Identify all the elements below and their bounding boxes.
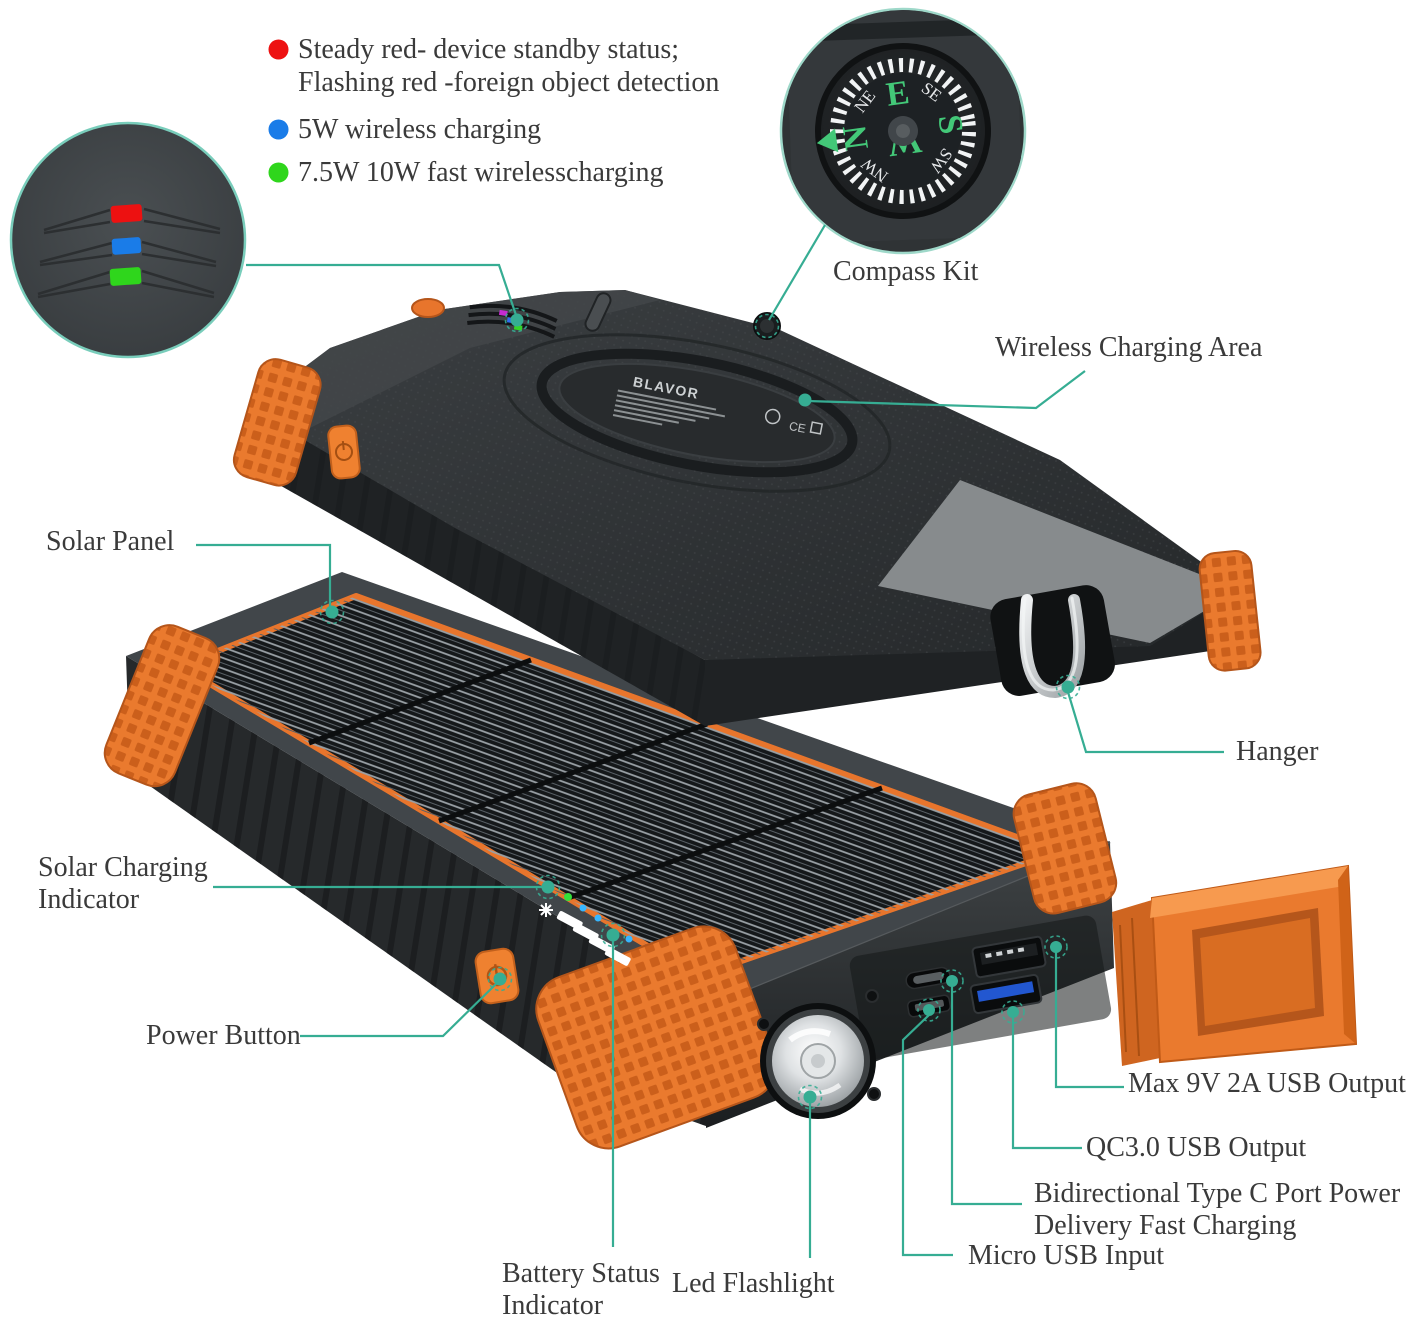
legend-item-green: 7.5W 10W fast wirelesscharging [268,157,663,190]
solar-cell-divider [438,721,708,824]
label-max-usb-output: Max 9V 2A USB Output [1128,1068,1406,1099]
corner-bumper [1198,549,1262,672]
blue-led [625,935,633,943]
compass-needle-arrow [816,128,839,153]
label-solar-panel: Solar Panel [46,526,175,557]
right-bevel [878,480,1240,643]
green-led [109,267,142,286]
svg-text:N: N [836,122,876,152]
blue-led [579,904,587,912]
wireless-pad-print [612,389,726,426]
usb-blue-tongue [977,981,1035,1002]
svg-text:S: S [930,112,969,136]
solar-indicator-strip [539,893,633,966]
compass-ticks [830,58,976,204]
hanger-opening [990,585,1115,696]
corner-bumper [535,925,778,1150]
ce-mark: CE [788,419,807,436]
label-qc-usb-output: QC3.0 USB Output [1086,1132,1307,1163]
label-battery-status-indicator: Battery Status Indicator [502,1258,660,1322]
compass-dial: E S W N NE SE SW NW [815,43,991,219]
label-power-button: Power Button [146,1020,301,1051]
label-compass-kit: Compass Kit [833,256,979,287]
upper-side-ribs [250,408,705,726]
callout-line-max-usb [1054,952,1124,1089]
green-led [564,893,572,901]
corner-bumper [103,624,221,788]
screw [757,1017,771,1031]
legend-item-red: Steady red- device standby status; Flash… [268,34,768,100]
callout-dots [319,307,1081,1110]
label-wireless-charging-area: Wireless Charging Area [995,332,1263,363]
corner-bumper [1012,782,1118,915]
usb-a-port [971,935,1047,979]
callout-line-power-button [300,983,497,1038]
red-led [110,204,143,223]
port-cover-flap [1112,864,1358,1066]
blue-dot-icon [268,119,289,140]
certification-marks: CE [764,408,824,436]
led-slot-lines [37,207,221,299]
flashlight [760,1003,876,1119]
label-hanger: Hanger [1236,736,1319,767]
legend-item-blue: 5W wireless charging [268,114,541,147]
callout-line-type-c [950,986,1022,1206]
top-left-bevel [250,290,660,432]
sun-icon [539,903,553,917]
solar-cell-divider [308,657,532,746]
wireless-charging-pad: BLAVOR CE [502,333,892,493]
hanger-hook [1019,594,1086,699]
battery-status-dashes [556,911,631,966]
red-dot-icon [268,39,289,60]
lower-power-bank [103,572,1358,1150]
legend-text: 7.5W 10W fast wirelesscharging [298,157,664,188]
slot-led [498,309,508,317]
usb-qc-port [969,973,1043,1015]
solar-panel [177,593,1061,979]
type-c-port [905,966,951,990]
callout-line-led-inset [246,263,519,319]
compass-inset: E S W N NE SE SW NW [779,7,1027,255]
svg-text:E: E [884,74,912,114]
blue-led [594,914,602,922]
callout-line-qc-usb [1011,1017,1082,1150]
top-slot-bar [584,292,612,332]
callout-line-micro-usb [901,1014,953,1257]
solar-cell-divider [567,785,883,901]
blue-led [111,237,142,255]
green-dot-icon [268,162,289,183]
screw [865,989,879,1003]
corner-bumper [232,358,322,487]
legend-text: 5W wireless charging [298,114,542,145]
compass-bump [411,298,445,318]
upper-power-bank: BLAVOR CE [232,290,1262,726]
label-micro-usb-input: Micro USB Input [968,1240,1164,1271]
led-indicator-inset [9,121,247,359]
label-led-flashlight: Led Flashlight [672,1268,835,1299]
legend-text: Steady red- device standby status; Flash… [298,34,720,98]
callout-line-compass [768,224,826,321]
compass-slot [816,19,987,41]
side-power-button [327,424,361,480]
callouts [196,224,1224,1258]
callout-line-solar-panel [196,543,332,610]
label-type-c-port: Bidirectional Type C Port Power Delivery… [1034,1178,1401,1242]
label-solar-charging-indicator: Solar Charging Indicator [38,852,208,916]
callout-line-hanger [1066,691,1224,754]
callout-line-wireless [806,370,1086,410]
screw [867,1087,881,1101]
